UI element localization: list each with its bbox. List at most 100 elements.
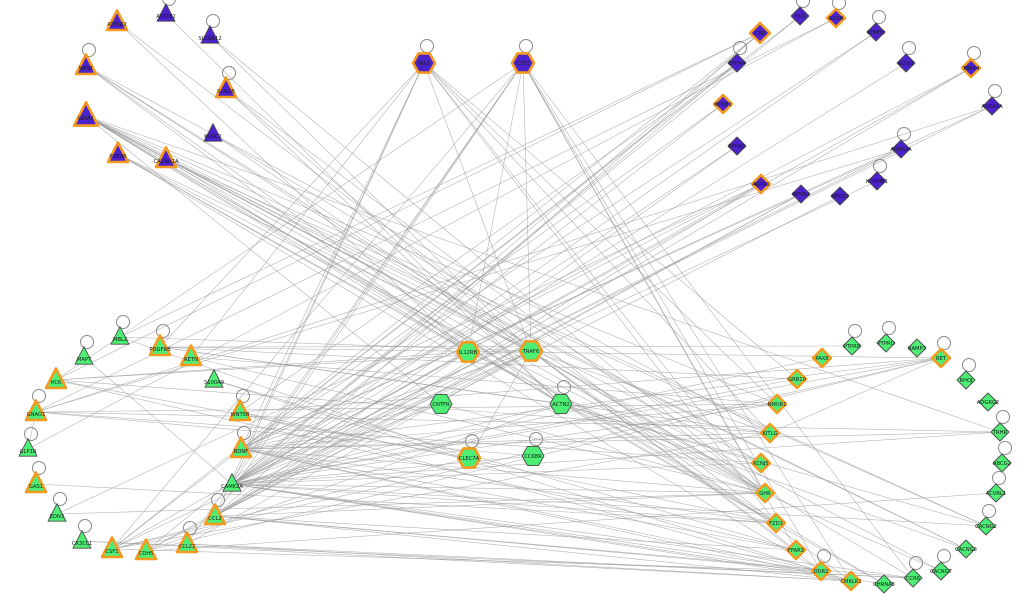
edge-IL12RB-HCK xyxy=(55,351,469,381)
node-GCGR[interactable]: GCGR xyxy=(825,0,847,29)
node-PDGFRB[interactable]: PDGFRB xyxy=(148,324,172,357)
diamond-node-shape xyxy=(786,368,808,390)
node-EDN3[interactable]: EDN3 xyxy=(47,492,67,522)
self-loop-edge xyxy=(909,556,923,570)
edge-ACTN2-CACNG7 xyxy=(560,403,942,572)
self-loop-edge xyxy=(236,389,250,403)
self-loop-edge xyxy=(733,41,747,55)
node-ATP1A2[interactable]: ATP1A2 xyxy=(105,9,129,32)
node-GLP1R[interactable]: GLP1R xyxy=(18,427,38,457)
diamond-node-shape xyxy=(750,452,772,474)
node-SLC6A12[interactable]: SLC6A12 xyxy=(198,14,222,44)
self-loop-edge xyxy=(937,336,951,350)
edge-ADRA2A-CAMK2A xyxy=(231,148,902,485)
edge-TRAF6-GHR xyxy=(530,350,766,494)
node-GAS1[interactable]: GAS1 xyxy=(24,461,48,494)
node-KCNB1[interactable]: KCNB1 xyxy=(712,93,734,115)
node-HCK[interactable]: HCK xyxy=(44,367,68,390)
node-CX3CL1[interactable]: CX3CL1 xyxy=(72,519,92,549)
node-RET[interactable]: RET xyxy=(930,336,952,369)
self-loop-edge xyxy=(80,335,94,349)
edge-BDNF-TRHR xyxy=(240,431,1001,450)
node-GRB10[interactable]: GRB10 xyxy=(786,368,808,390)
edge-CAMK2A-PAX8 xyxy=(231,357,823,485)
edge-CRP-MBL2 xyxy=(119,32,761,338)
node-CACNA1A[interactable]: CACNA1A xyxy=(154,146,179,169)
diamond-node-shape xyxy=(990,422,1010,442)
self-loop-edge xyxy=(992,471,1006,485)
node-CACNG2[interactable]: CACNG2 xyxy=(975,504,997,536)
node-MAPT[interactable]: MAPT xyxy=(74,335,94,365)
triangle-node-shape xyxy=(204,369,224,388)
diamond-node-shape xyxy=(992,453,1012,473)
node-KCNJ5[interactable]: KCNJ5 xyxy=(750,452,772,474)
node-FFAR3[interactable]: FFAR3 xyxy=(785,539,807,561)
node-RHOJ[interactable]: RHOJ xyxy=(956,358,976,390)
node-GNAO1[interactable]: GNAO1 xyxy=(24,389,48,422)
edge-TRPV4-CCL2 xyxy=(214,67,972,517)
self-loop-edge xyxy=(465,434,479,448)
node-TRAF6[interactable]: TRAF6 xyxy=(518,340,544,362)
self-loop-edge xyxy=(420,39,434,53)
node-PAX8[interactable]: PAX8 xyxy=(811,347,833,369)
edge-GNAO1-NMUR1 xyxy=(35,403,778,413)
edge-RETN-NMUR1 xyxy=(190,356,778,405)
edge-WNT5B-FZD3 xyxy=(239,411,777,524)
node-KCNJ1[interactable]: KCNJ1 xyxy=(896,41,916,73)
node-IRS1[interactable]: IRS1 xyxy=(411,39,437,74)
edge-S100A9-FFAR3 xyxy=(213,379,797,551)
node-TRPV4[interactable]: TRPV4 xyxy=(960,46,982,79)
self-loop-edge xyxy=(206,14,220,28)
triangle-node-shape xyxy=(72,100,100,127)
node-ADRA2A[interactable]: ADRA2A xyxy=(890,127,912,159)
node-NPHS2[interactable]: NPHS2 xyxy=(830,186,850,206)
node-ACVRL1[interactable]: ACVRL1 xyxy=(986,471,1006,503)
self-loop-edge xyxy=(82,43,96,57)
node-PTPRB[interactable]: PTPRB xyxy=(842,324,862,356)
edge-IRS1-RETN xyxy=(190,62,425,358)
node-TRHR[interactable]: TRHR xyxy=(990,410,1010,442)
edge-CSF2-FFAR3 xyxy=(522,62,797,551)
edge-EPHA4-WNT5B xyxy=(239,62,738,413)
node-WFS1[interactable]: WFS1 xyxy=(74,43,98,76)
diamond-node-shape xyxy=(867,171,887,191)
node-IL12RB[interactable]: IL12RB xyxy=(455,341,481,363)
node-CCL2[interactable]: CCL2 xyxy=(203,493,227,526)
diamond-node-shape xyxy=(956,370,976,390)
node-CACNG3[interactable]: CACNG3 xyxy=(955,539,977,559)
node-PTPRO[interactable]: PTPRO xyxy=(876,321,896,353)
node-CCR6[interactable]: CCR6 xyxy=(903,556,923,588)
node-CCKBR[interactable]: CCKBR xyxy=(521,432,545,467)
node-ADGRG2[interactable]: ADGRG2 xyxy=(977,392,1000,412)
node-ADRA1A[interactable]: ADRA1A xyxy=(981,84,1003,116)
node-ATP2B2[interactable]: ATP2B2 xyxy=(156,0,176,22)
node-NPHS1[interactable]: NPHS1 xyxy=(791,184,811,204)
node-KCNC1[interactable]: KCNC1 xyxy=(203,123,223,142)
node-ABCG2[interactable]: ABCG2 xyxy=(992,441,1012,473)
self-loop-edge xyxy=(832,0,846,10)
diamond-node-shape xyxy=(931,561,951,581)
node-MBL2[interactable]: MBL2 xyxy=(110,315,130,345)
triangle-node-shape xyxy=(72,530,92,549)
node-CSF2[interactable]: CSF2 xyxy=(510,39,536,74)
edge-SCN2B-TRAF6 xyxy=(225,88,532,352)
self-loop-edge xyxy=(237,426,251,440)
node-RAMP3[interactable]: RAMP3 xyxy=(907,338,927,358)
diamond-node-shape xyxy=(785,539,807,561)
node-EPHB1[interactable]: EPHB1 xyxy=(727,136,747,156)
diamond-node-shape xyxy=(982,96,1002,116)
node-CHRNA3[interactable]: CHRNA3 xyxy=(873,574,895,594)
edge-PDGFRB-PTPRB xyxy=(159,345,853,348)
node-GRIA1[interactable]: GRIA1 xyxy=(72,100,100,127)
self-loop-edge xyxy=(211,493,225,507)
node-CACNG7[interactable]: CACNG7 xyxy=(930,549,952,581)
node-CRP[interactable]: CRP xyxy=(748,21,772,45)
diamond-node-shape xyxy=(986,483,1006,503)
diamond-node-shape xyxy=(759,422,781,444)
node-SCN2B[interactable]: SCN2B xyxy=(214,66,238,99)
edge-CAMK2A-KCNJ5 xyxy=(231,462,762,485)
diamond-node-shape xyxy=(976,516,996,536)
node-PDE4B[interactable]: PDE4B xyxy=(106,141,130,164)
node-KCNMB1[interactable]: KCNMB1 xyxy=(866,159,888,191)
diamond-node-shape xyxy=(907,338,927,358)
